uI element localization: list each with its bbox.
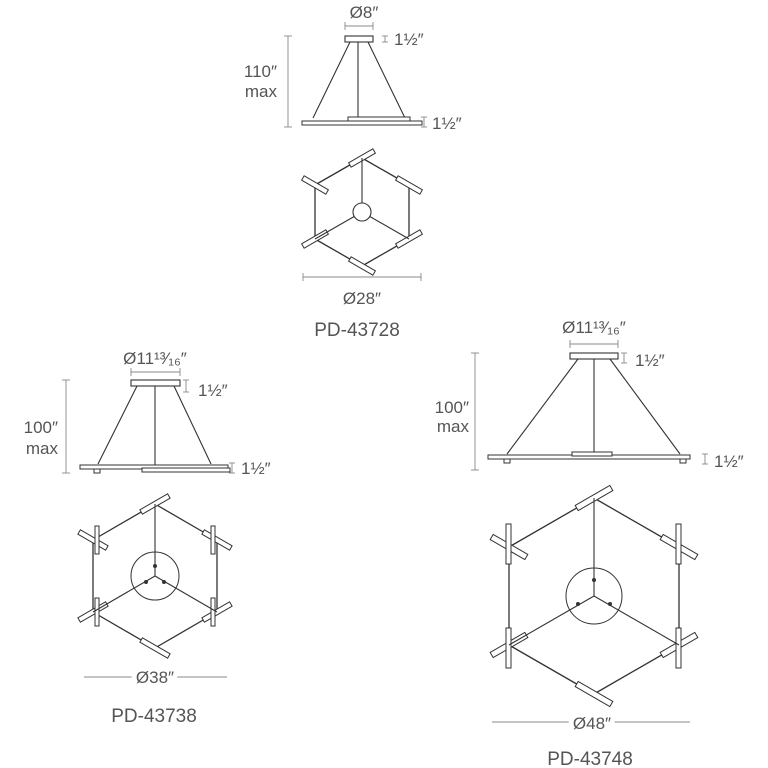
model-number: PD-43728	[314, 320, 400, 341]
overall-diameter-label: Ø28″	[343, 289, 381, 308]
bar-height-label: 1½″	[432, 114, 462, 133]
side-elevation: Ø11¹³⁄₁₆″ 1½″ 1½″ 100″ max	[24, 349, 271, 478]
light-bar	[571, 451, 613, 457]
canopy-circle	[352, 202, 372, 222]
suspension-cable	[609, 358, 681, 455]
bar-height-label: 1½″	[241, 459, 271, 478]
bar-height-label: 1½″	[714, 452, 744, 471]
max-height-value: 100″	[24, 418, 58, 437]
light-bar	[301, 120, 423, 126]
plan-view: Ø48″	[489, 484, 699, 738]
suspension-cable	[367, 41, 406, 119]
fixture-pd-43738: Ø11¹³⁄₁₆″ 1½″ 1½″ 100″ max	[24, 349, 271, 727]
canopy	[344, 35, 374, 43]
canopy-circle	[565, 567, 623, 625]
plan-view: Ø38″	[77, 493, 233, 692]
suspension-cable	[506, 358, 579, 455]
canopy-circle	[130, 551, 180, 601]
canopy	[130, 379, 181, 387]
canopy-height-label: 1½″	[394, 30, 424, 49]
light-bar	[347, 256, 377, 276]
canopy-height-label: 1½″	[635, 351, 665, 370]
light-bar	[347, 116, 411, 122]
max-height-unit: max	[26, 439, 59, 458]
canopy	[569, 352, 619, 360]
canopy-diameter-label: Ø8″	[350, 3, 379, 22]
overall-diameter-label: Ø48″	[573, 714, 611, 733]
light-bar	[574, 680, 614, 708]
light-bar	[141, 467, 231, 473]
overall-diameter-label: Ø38″	[136, 668, 174, 687]
canopy-height-label: 1½″	[198, 381, 228, 400]
light-bar	[300, 175, 330, 195]
canopy-diameter-label: Ø11¹³⁄₁₆″	[562, 318, 626, 337]
light-bar	[201, 529, 233, 551]
max-height-unit: max	[437, 417, 470, 436]
model-number: PD-43738	[111, 706, 197, 727]
suspension-cable	[312, 41, 351, 119]
suspension-cable	[173, 385, 212, 465]
plan-view: Ø28″	[300, 148, 424, 308]
side-elevation: Ø11¹³⁄₁₆″ 1½″ 1½″ 100″ max	[435, 318, 744, 471]
light-bar	[139, 637, 171, 659]
light-bar	[503, 458, 511, 464]
light-bar	[679, 458, 687, 464]
canopy-diameter-label: Ø11¹³⁄₁₆″	[123, 349, 187, 368]
light-bar	[77, 529, 109, 551]
suspension-cable	[97, 385, 138, 465]
max-height-unit: max	[245, 82, 278, 101]
fixture-pd-43748: Ø11¹³⁄₁₆″ 1½″ 1½″ 100″ max	[435, 318, 744, 768]
fixture-pd-43728: Ø8″ 1½″ 1½″ 110″ max	[244, 3, 462, 341]
light-bar	[93, 468, 101, 474]
model-number: PD-43748	[547, 749, 633, 768]
max-height-value: 110″	[244, 62, 277, 81]
side-elevation: Ø8″ 1½″ 1½″ 110″ max	[244, 3, 462, 133]
max-height-value: 100″	[435, 398, 469, 417]
light-bar	[394, 175, 424, 195]
